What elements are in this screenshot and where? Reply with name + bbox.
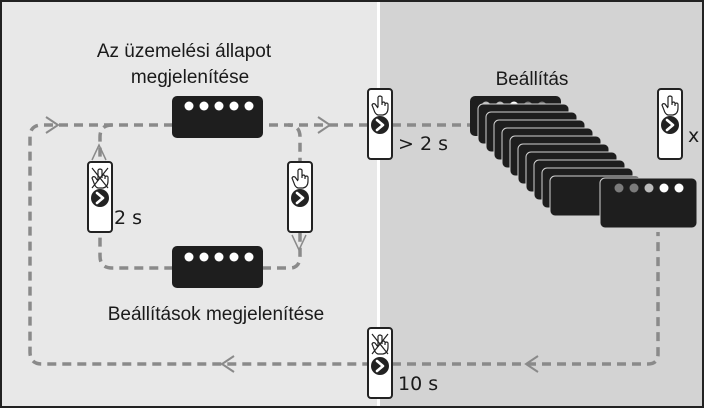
chevron-right-circle-icon bbox=[289, 187, 311, 209]
chevron-right-circle-icon bbox=[369, 355, 391, 377]
condition-x: x bbox=[688, 125, 699, 147]
chevron-right-circle-icon bbox=[369, 114, 391, 136]
button-no-press-10s bbox=[367, 327, 393, 399]
flow-arrowheads bbox=[45, 116, 539, 373]
setting-devices-stack bbox=[470, 96, 698, 229]
device-leds-top bbox=[184, 101, 254, 111]
hand-crossed-icon bbox=[371, 333, 389, 355]
setting-label: Beállítás bbox=[496, 69, 569, 90]
button-press-inner bbox=[287, 161, 313, 233]
condition-2s: 2 s bbox=[114, 207, 142, 229]
flow-lines bbox=[28, 123, 660, 366]
hand-crossed-icon bbox=[91, 167, 109, 189]
device-display-settings bbox=[172, 246, 263, 288]
condition-greater-2s: > 2 s bbox=[398, 133, 448, 155]
chevron-right-circle-icon bbox=[659, 114, 681, 136]
display-operating-state-label-line2: megjelenítése bbox=[131, 67, 249, 88]
button-no-press-2s bbox=[87, 161, 113, 233]
chevron-right-circle-icon bbox=[89, 187, 111, 209]
display-operating-state-label-line1: Az üzemelési állapot bbox=[97, 41, 272, 62]
left-panel bbox=[0, 0, 378, 408]
display-settings-label: Beállítások megjelenítése bbox=[108, 304, 325, 325]
panel-divider bbox=[377, 0, 380, 408]
condition-10s: 10 s bbox=[398, 373, 438, 395]
device-operating-state bbox=[172, 96, 263, 138]
button-press-long bbox=[367, 88, 393, 160]
button-press-x bbox=[657, 88, 683, 160]
